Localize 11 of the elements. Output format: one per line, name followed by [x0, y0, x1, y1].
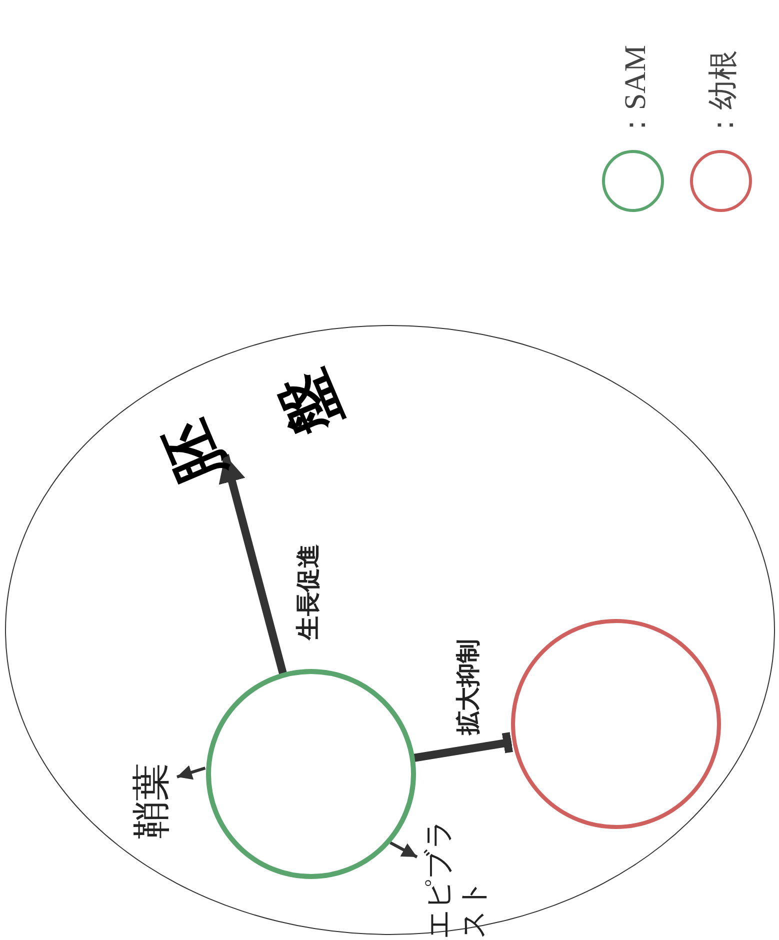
arrow [218, 454, 287, 675]
legend-label: ：幼根 [706, 50, 741, 140]
legend-label: ：SAM [618, 44, 653, 140]
arrow [176, 765, 206, 780]
inhibition-connector [412, 732, 514, 762]
arrow [390, 841, 418, 858]
text-label: 鞘葉 [129, 729, 175, 839]
circle-marker [511, 619, 721, 829]
text-label: エピブラスト [421, 819, 501, 939]
region-label: 胚盤 [114, 360, 358, 508]
circle-marker [206, 669, 416, 879]
